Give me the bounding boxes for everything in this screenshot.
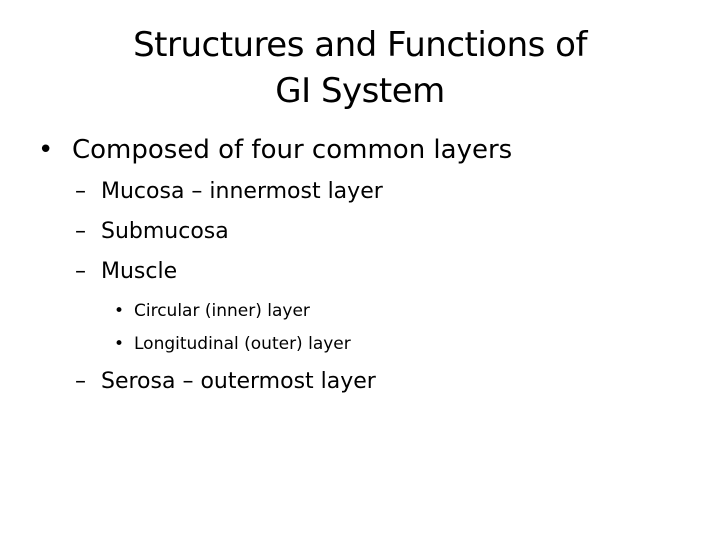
dash-marker: – xyxy=(75,179,86,204)
bullet-submucosa-text: Submucosa xyxy=(101,219,229,244)
bullet-serosa: –Serosa – outermost layer xyxy=(75,366,376,398)
dash-marker: – xyxy=(75,259,86,284)
slide-title: Structures and Functions of GI System xyxy=(60,22,660,114)
bullet-muscle: –Muscle xyxy=(75,256,177,288)
slide-title-line-1: Structures and Functions of xyxy=(133,25,587,65)
bullet-muscle-text: Muscle xyxy=(101,259,178,284)
bullet-main: • Composed of four common layers xyxy=(38,132,512,168)
slide-title-line-2: GI System xyxy=(275,71,445,111)
bullet-longitudinal: • Longitudinal (outer) layer xyxy=(114,332,351,356)
bullet-serosa-text: Serosa – outermost layer xyxy=(101,369,376,394)
bullet-mucosa-text: Mucosa – innermost layer xyxy=(101,179,383,204)
bullet-main-text: Composed of four common layers xyxy=(72,135,513,165)
dash-marker: – xyxy=(75,219,86,244)
bullet-circular-text: Circular (inner) layer xyxy=(134,301,310,321)
dash-marker: – xyxy=(75,369,86,394)
bullet-longitudinal-text: Longitudinal (outer) layer xyxy=(134,334,351,354)
bullet-marker: • xyxy=(38,135,54,165)
bullet-submucosa: –Submucosa xyxy=(75,216,229,248)
bullet-mucosa: –Mucosa – innermost layer xyxy=(75,176,383,208)
bullet-marker: • xyxy=(114,334,125,354)
bullet-circular: • Circular (inner) layer xyxy=(114,299,310,323)
bullet-marker: • xyxy=(114,301,125,321)
